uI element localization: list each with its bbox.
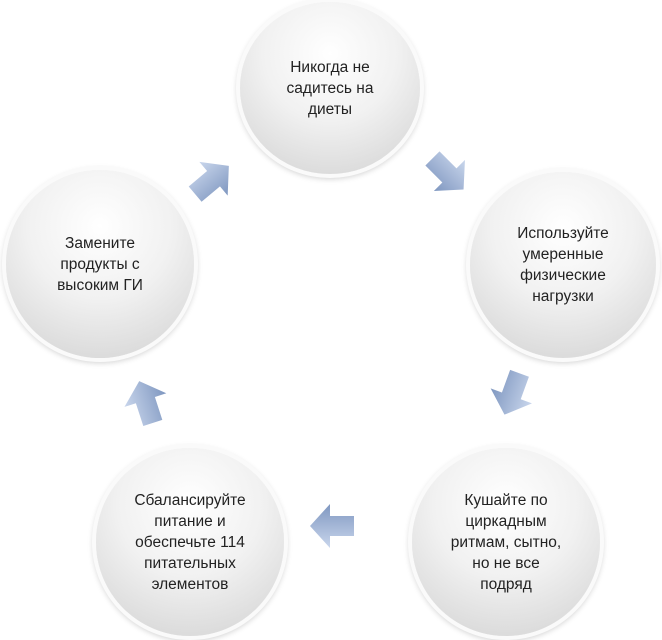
arrow-icon [481,363,543,425]
cycle-node-3: Кушайте по циркадным ритмам, сытно, но н… [412,448,600,636]
node-text: Замените продукты с высоким ГИ [57,234,143,294]
cycle-node-5: Замените продукты с высоким ГИ [6,170,194,358]
node-text: Никогда не садитесь на диеты [286,58,374,118]
cycle-node-4: Сбалансируйте питание и обеспечьте 114 п… [96,448,284,636]
node-text: Используйте умеренные физические нагрузк… [517,225,609,305]
arrow-icon [308,502,356,550]
node-text: Кушайте по циркадным ритмам, сытно, но н… [450,491,562,593]
arrow-icon [414,140,482,208]
arrow-icon [178,146,246,214]
node-text: Сбалансируйте питание и обеспечьте 114 п… [134,491,246,593]
cycle-node-2: Используйте умеренные физические нагрузк… [470,172,656,358]
cycle-node-1: Никогда не садитесь на диеты [240,2,420,174]
arrow-icon [116,372,176,432]
